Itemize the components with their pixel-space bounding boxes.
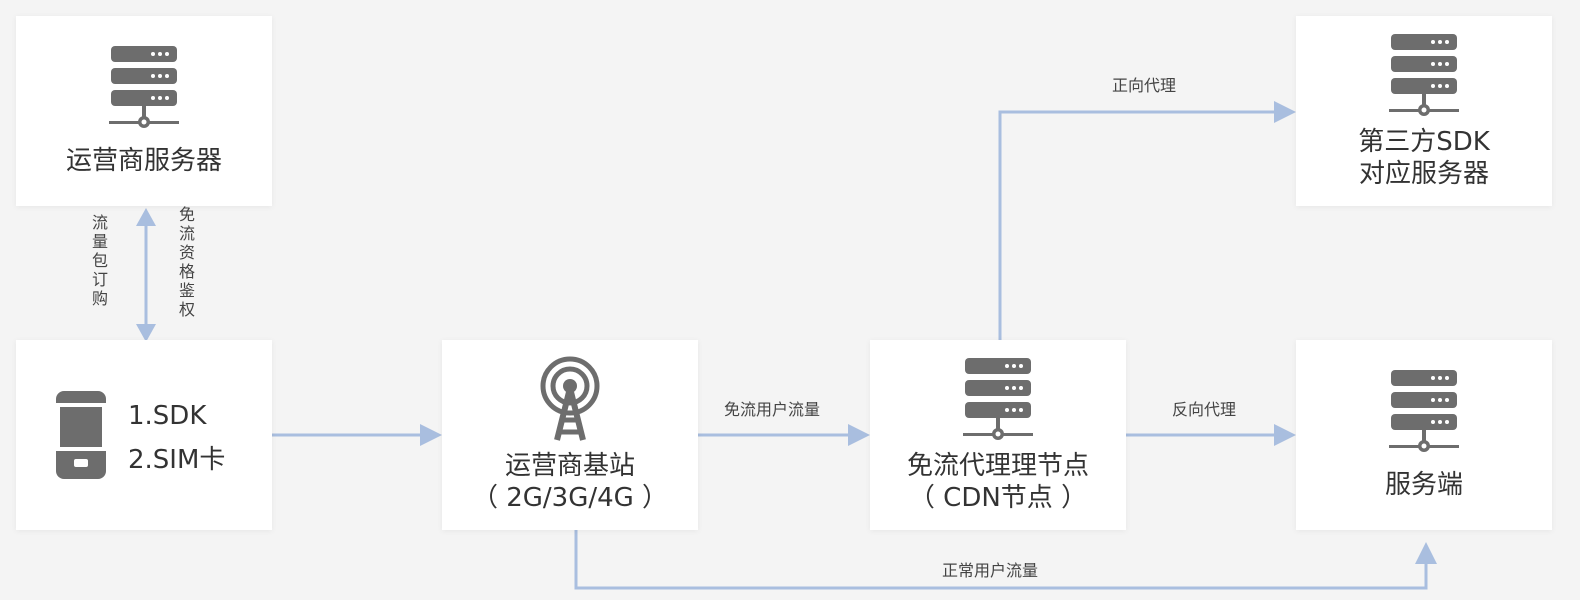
third-party-server-node: 第三方SDK 对应服务器 [1296, 16, 1552, 206]
base-station-node: 运营商基站 （ 2G/3G/4G ） [442, 340, 698, 530]
third-party-line-1: 第三方SDK [1358, 127, 1490, 157]
antenna-icon [540, 356, 600, 441]
arrow-head-down [136, 324, 156, 342]
server-icon [109, 46, 179, 128]
device-line-1: 1.SDK [128, 401, 207, 431]
backend-label: 服务端 [1384, 470, 1463, 500]
normal-traffic-label: 正常用户流量 [942, 561, 1039, 580]
base-station-line-2: （ 2G/3G/4G ） [471, 483, 669, 513]
arrow-head [848, 424, 870, 446]
carrier-server-node: 运营商服务器 [16, 16, 272, 206]
forward-proxy-arrow [998, 110, 1278, 340]
server-icon [1389, 370, 1459, 452]
proxy-node-line-1: 免流代理理节点 [906, 451, 1089, 481]
phone-icon [56, 391, 106, 479]
arrow-head [420, 424, 442, 446]
base-station-line-1: 运营商基站 [504, 451, 635, 481]
carrier-server-label: 运营商服务器 [65, 146, 222, 176]
device-line-2: 2.SIM卡 [128, 445, 226, 475]
arrow-head [1415, 542, 1437, 564]
forward-proxy-label: 正向代理 [1112, 76, 1177, 95]
auth-label: 免流资格鉴权 [176, 206, 195, 320]
arrow-head [1274, 424, 1296, 446]
server-icon [963, 358, 1033, 440]
reverse-proxy-label: 反向代理 [1172, 400, 1237, 419]
normal-traffic-arrow [574, 530, 1428, 590]
proxy-node-line-2: （ CDN节点 ） [908, 483, 1088, 513]
subscribe-label: 流量包订购 [89, 214, 108, 309]
server-icon [1389, 34, 1459, 116]
proxy-node: 免流代理理节点 （ CDN节点 ） [870, 340, 1126, 530]
device-node: 1.SDK 2.SIM卡 [16, 340, 272, 530]
arrow-head [1274, 101, 1296, 123]
arrow-head-up [136, 208, 156, 226]
free-traffic-label: 免流用户流量 [724, 400, 821, 419]
third-party-line-2: 对应服务器 [1358, 159, 1489, 189]
backend-server-node: 服务端 [1296, 340, 1552, 530]
